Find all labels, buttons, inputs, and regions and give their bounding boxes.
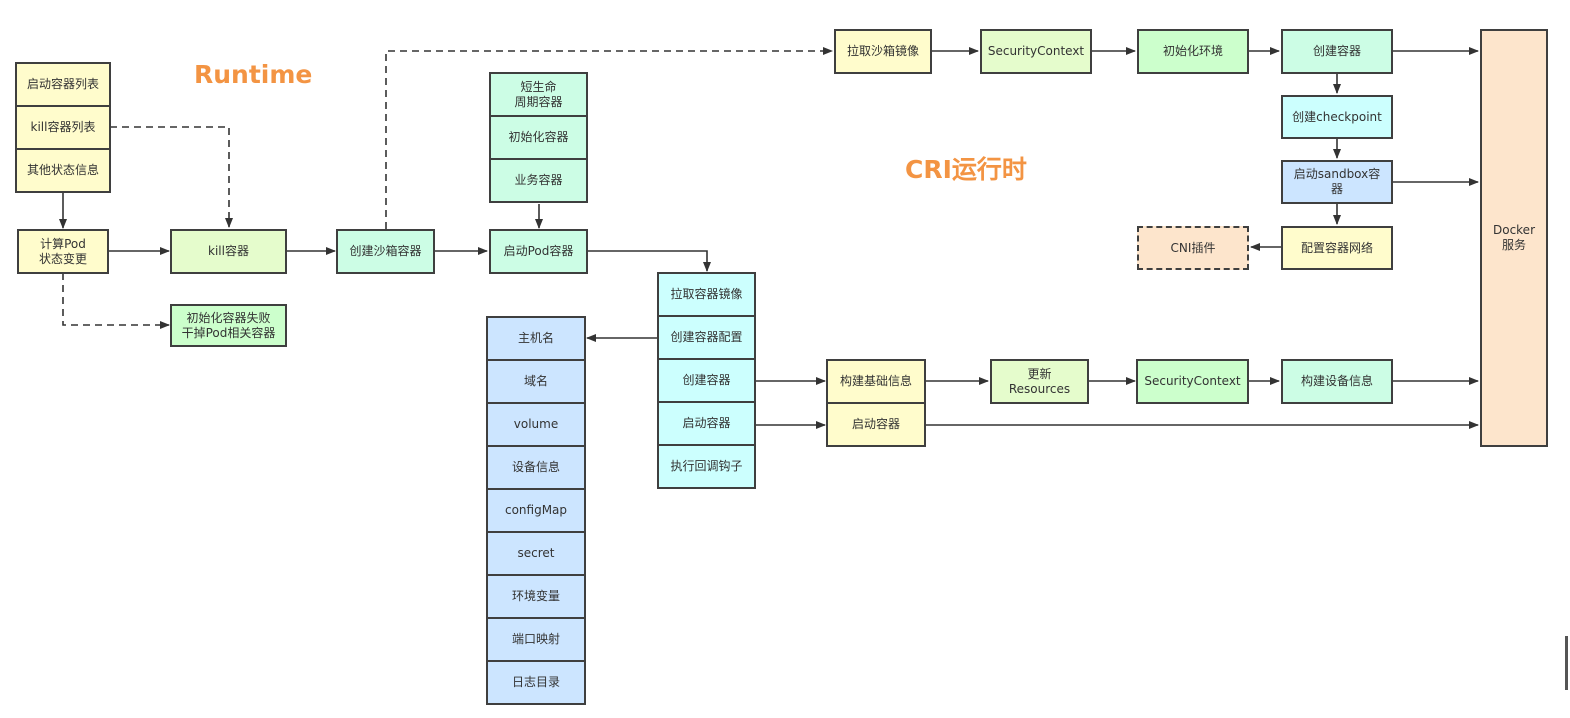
compute-pod-state-change[interactable]: 计算Pod 状态变更 [17,229,109,274]
runtime-title: Runtime [194,60,313,89]
container-steps-list: 拉取容器镜像 创建容器配置 创建容器 启动容器 执行回调钩子 [657,272,756,489]
start-sandbox-container[interactable]: 启动sandbox容 器 [1281,160,1393,204]
init-container[interactable]: 初始化容器 [489,115,588,160]
config-item[interactable]: configMap [486,488,586,533]
edge-fragment [1565,636,1568,690]
container-security-context[interactable]: SecurityContext [1136,359,1249,404]
config-item[interactable]: 环境变量 [486,574,586,619]
exec-hook-step[interactable]: 执行回调钩子 [657,444,756,489]
arrow-killlist-to-kill [110,126,233,228]
docker-service[interactable]: Docker 服务 [1480,29,1548,447]
business-container[interactable]: 业务容器 [489,158,588,203]
create-sandbox-container[interactable]: 创建沙箱容器 [336,229,435,274]
other-state-info[interactable]: 其他状态信息 [15,148,111,193]
config-item[interactable]: 端口映射 [486,617,586,662]
config-item[interactable]: 设备信息 [486,445,586,490]
container-config-list: 主机名 域名 volume 设备信息 configMap secret 环境变量… [486,316,586,705]
start-pod-containers[interactable]: 启动Pod容器 [489,229,588,274]
config-item[interactable]: 域名 [486,359,586,404]
runtime-input-list: 启动容器列表 kill容器列表 其他状态信息 [15,62,111,193]
sandbox-create-container[interactable]: 创建容器 [1281,29,1393,74]
build-device-info[interactable]: 构建设备信息 [1281,359,1393,404]
kill-container-list[interactable]: kill容器列表 [15,105,111,150]
create-checkpoint[interactable]: 创建checkpoint [1281,95,1393,139]
update-resources[interactable]: 更新 Resources [990,359,1089,404]
cri-runtime-title: CRI运行时 [905,155,1027,184]
build-base-info[interactable]: 构建基础信息 [826,359,926,404]
config-item[interactable]: secret [486,531,586,576]
config-item[interactable]: 日志目录 [486,660,586,705]
arrow-sandbox-to-pullimage [385,47,833,229]
cni-plugin[interactable]: CNI插件 [1137,226,1249,270]
config-item[interactable]: volume [486,402,586,447]
create-container-config[interactable]: 创建容器配置 [657,315,756,360]
init-container-failed[interactable]: 初始化容器失败 干掉Pod相关容器 [170,304,287,347]
config-item[interactable]: 主机名 [486,316,586,361]
ephemeral-container[interactable]: 短生命 周期容器 [489,72,588,117]
pull-container-image[interactable]: 拉取容器镜像 [657,272,756,317]
pull-sandbox-image[interactable]: 拉取沙箱镜像 [834,29,932,74]
sandbox-security-context[interactable]: SecurityContext [980,29,1092,74]
config-container-network[interactable]: 配置容器网络 [1281,226,1393,270]
cri-start-container[interactable]: 启动容器 [826,402,926,447]
arrow-startpod-to-steps [588,250,711,272]
init-environment[interactable]: 初始化环境 [1137,29,1249,74]
container-types-list: 短生命 周期容器 初始化容器 业务容器 [489,72,588,203]
cri-container-stack: 构建基础信息 启动容器 [826,359,926,447]
start-container-step[interactable]: 启动容器 [657,401,756,446]
start-container-list[interactable]: 启动容器列表 [15,62,111,107]
create-container-step[interactable]: 创建容器 [657,358,756,403]
kill-container[interactable]: kill容器 [170,229,287,274]
arrow-compute-to-initfail [62,273,170,329]
